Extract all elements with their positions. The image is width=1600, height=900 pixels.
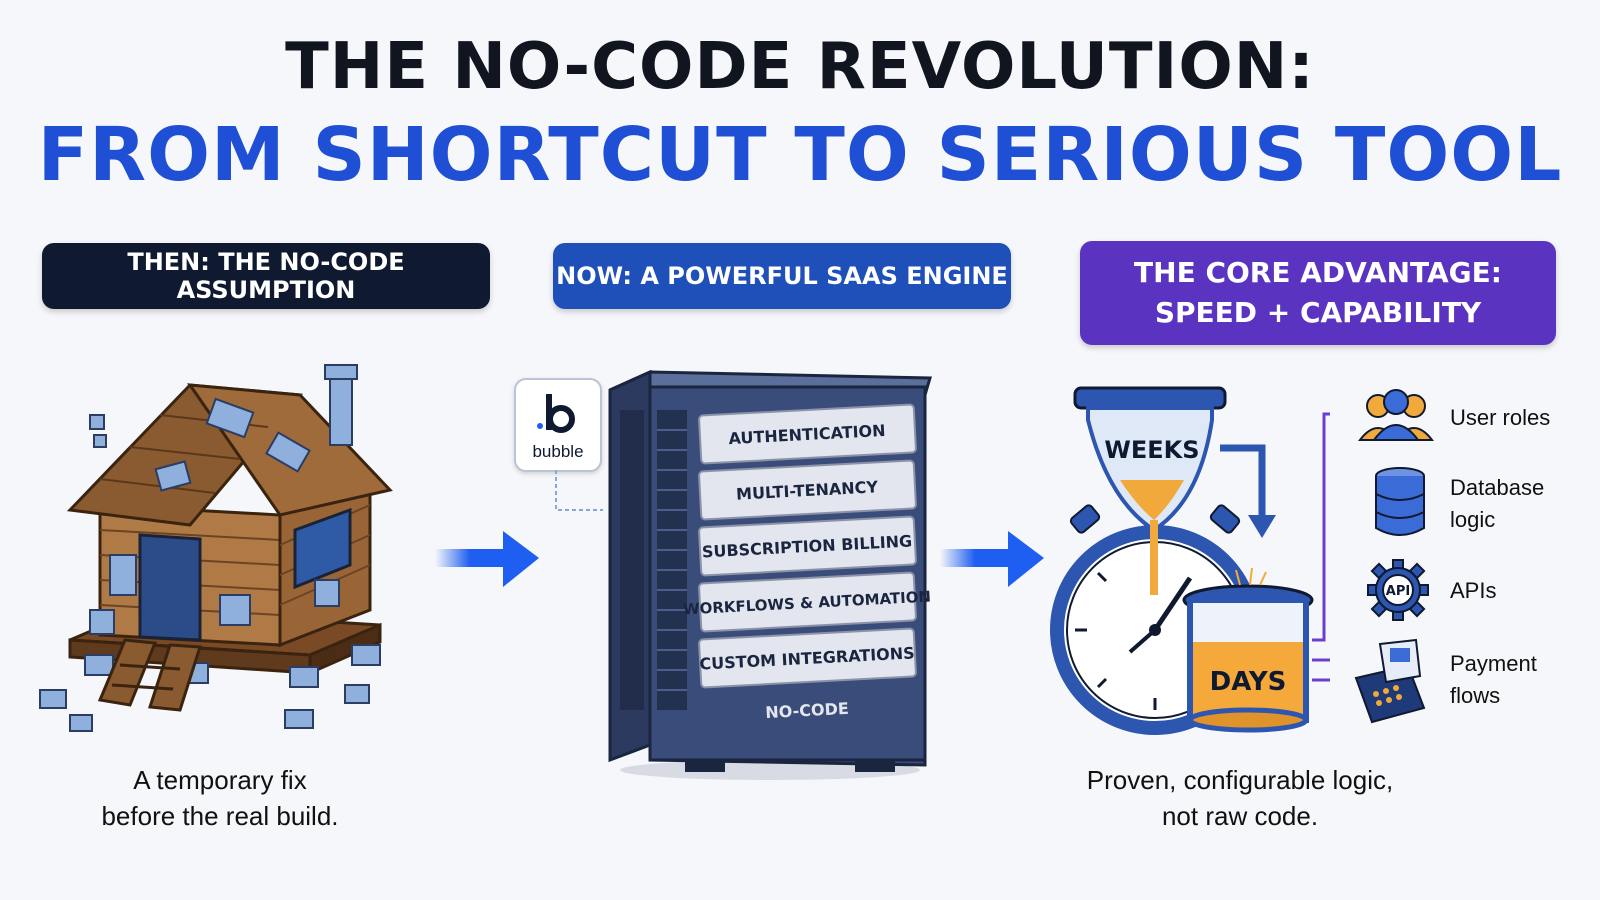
core-label-line2: SPEED + CAPABILITY <box>1154 296 1482 329</box>
core-caption-line1: Proven, configurable logic, <box>1086 765 1394 795</box>
then-caption-line2: before the real build. <box>101 801 339 831</box>
bubble-logo: bubble <box>514 378 602 472</box>
module-plate <box>698 459 917 521</box>
logo-connector <box>555 470 603 511</box>
module-plate <box>698 403 917 465</box>
module-plate <box>698 571 917 633</box>
arrow-right-icon-2 <box>940 531 1044 587</box>
core-advantage-label: THE CORE ADVANTAGE: SPEED + CAPABILITY <box>1080 241 1556 345</box>
user-roles-icon <box>1357 389 1435 441</box>
payment-terminal-icon <box>1354 638 1426 724</box>
then-caption-line1: A temporary fix <box>133 765 307 795</box>
then-caption: A temporary fix before the real build. <box>60 762 380 834</box>
feature-payment-flows: Payment flows <box>1450 651 1537 708</box>
main-title-line1: THE NO-CODE REVOLUTION: <box>285 30 1315 104</box>
module-plate <box>698 627 917 689</box>
speed-illustration: WEEKS DAYS <box>1050 386 1330 735</box>
jar-label: DAYS <box>1210 667 1287 697</box>
main-title-line2: FROM SHORTCUT TO SERIOUS TOOL <box>37 112 1563 198</box>
then-label: THEN: THE NO-CODE ASSUMPTION <box>42 243 490 309</box>
arrow-right-icon <box>435 531 539 587</box>
api-gear-icon: API <box>1367 559 1429 621</box>
patched-house-illustration <box>39 364 393 732</box>
now-label: NOW: A POWERFUL SAAS ENGINE <box>553 243 1011 309</box>
server-footer-label: NO-CODE <box>765 699 849 722</box>
core-caption-line2: not raw code. <box>1161 801 1319 831</box>
hourglass-label: WEEKS <box>1104 436 1199 464</box>
bubble-logo-text: bubble <box>532 442 584 461</box>
core-label-line1: THE CORE ADVANTAGE: <box>1134 256 1502 289</box>
feature-database-logic: Database logic <box>1450 475 1545 532</box>
database-icon <box>1375 467 1425 536</box>
feature-user-roles: User roles <box>1450 405 1551 430</box>
bubble-b-icon <box>537 394 575 433</box>
feature-apis: APIs <box>1450 578 1497 603</box>
core-caption: Proven, configurable logic, not raw code… <box>1040 762 1440 834</box>
saas-server-illustration: AUTHENTICATION MULTI-TENANCY SUBSCRIPTIO… <box>608 370 932 780</box>
module-plate <box>698 515 917 577</box>
api-icon-text: API <box>1386 584 1410 599</box>
